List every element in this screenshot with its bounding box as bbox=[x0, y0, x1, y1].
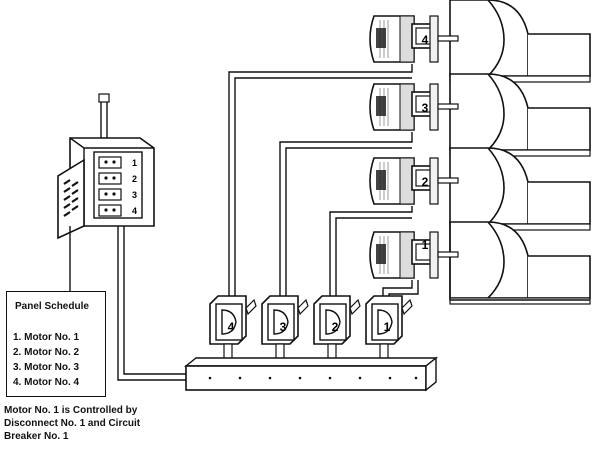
driven-load-2 bbox=[449, 147, 591, 231]
disconnect-label: 1 bbox=[384, 320, 391, 334]
disconnect-label: 3 bbox=[280, 320, 287, 334]
motor-label: 4 bbox=[422, 33, 429, 47]
breaker-label: 3 bbox=[132, 190, 137, 200]
disconnect-switch-4: 4 bbox=[209, 295, 257, 361]
caption-line: Breaker No. 1 bbox=[4, 431, 69, 442]
breaker-label: 1 bbox=[132, 158, 137, 168]
breaker-label: 2 bbox=[132, 174, 137, 184]
diagram-caption: Motor No. 1 is Controlled by Disconnect … bbox=[4, 404, 194, 443]
breaker-label: 4 bbox=[132, 206, 137, 216]
motor-label: 1 bbox=[422, 238, 429, 252]
motor-4: 4 bbox=[369, 15, 459, 63]
motor-2: 2 bbox=[369, 157, 459, 205]
list-item: 4. Motor No. 4 bbox=[13, 377, 80, 388]
driven-load-3 bbox=[449, 73, 591, 157]
conduits bbox=[100, 64, 419, 381]
disconnect-switch-3: 3 bbox=[261, 295, 309, 361]
driven-load-1 bbox=[449, 221, 591, 305]
driven-load-4 bbox=[449, 0, 591, 83]
motor-label: 2 bbox=[422, 175, 429, 189]
caption-line: Motor No. 1 is Controlled by bbox=[4, 405, 138, 416]
disconnect-label: 2 bbox=[332, 320, 339, 334]
motor-label: 3 bbox=[422, 101, 429, 115]
panel-schedule-list: 1. Motor No. 1 2. Motor No. 2 3. Motor N… bbox=[13, 330, 79, 390]
list-item: 2. Motor No. 2 bbox=[13, 347, 80, 358]
disconnect-switch-1: 1 bbox=[365, 295, 413, 361]
wireway-gutter bbox=[184, 356, 438, 392]
list-item: 3. Motor No. 3 bbox=[13, 362, 80, 373]
motor-3: 3 bbox=[369, 83, 459, 131]
disconnect-label: 4 bbox=[228, 320, 235, 334]
list-item: 1. Motor No. 1 bbox=[13, 332, 80, 343]
breaker-panel: 1 2 3 4 bbox=[57, 137, 155, 292]
caption-line: Disconnect No. 1 and Circuit bbox=[4, 418, 141, 429]
panel-schedule-title: Panel Schedule bbox=[15, 301, 89, 312]
disconnect-switch-2: 2 bbox=[313, 295, 361, 361]
panel-schedule: Panel Schedule 1. Motor No. 1 2. Motor N… bbox=[6, 291, 106, 397]
motor-1: 1 bbox=[369, 231, 459, 279]
